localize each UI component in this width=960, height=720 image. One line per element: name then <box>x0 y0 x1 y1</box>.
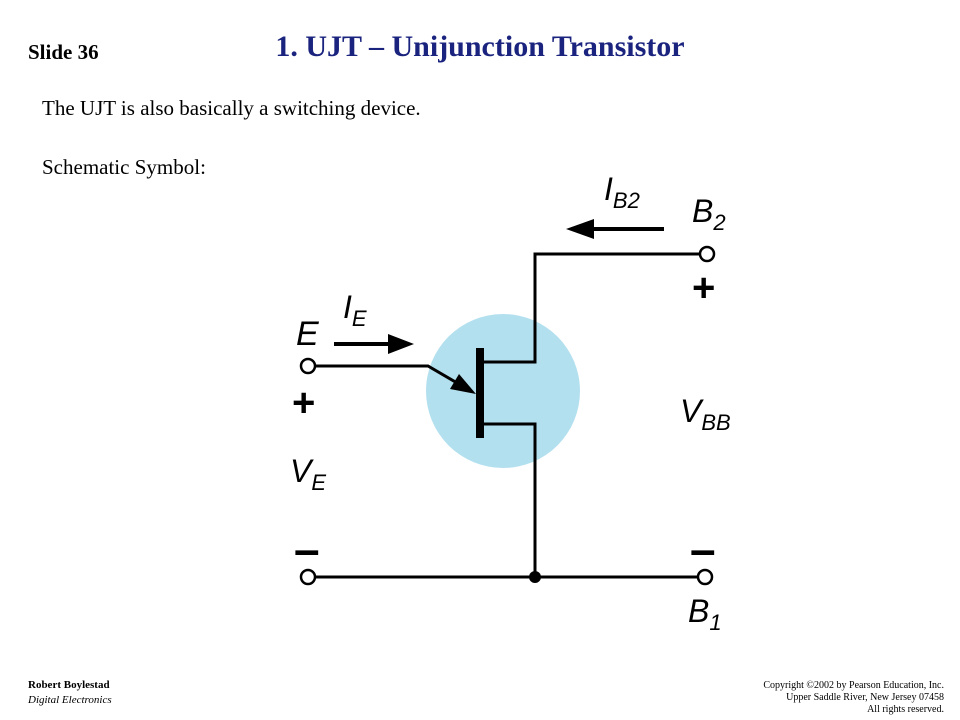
b1-wire <box>482 422 537 579</box>
copyright-line: Copyright ©2002 by Pearson Education, In… <box>763 680 944 691</box>
vbb-minus-sign: – <box>690 523 716 575</box>
emitter-terminal <box>299 357 317 375</box>
ib2-arrow-icon <box>566 219 664 239</box>
ve-label: VE <box>290 453 326 495</box>
ve-minus-sign: – <box>294 523 320 575</box>
footer-author: Robert Boylestad <box>28 679 110 691</box>
b2-wire <box>482 252 702 364</box>
ve-plus-sign: + <box>292 381 315 425</box>
slide-title: 1. UJT – Unijunction Transistor <box>275 30 685 63</box>
ie-label: IE <box>343 289 367 331</box>
slide-number: Slide 36 <box>28 40 99 64</box>
footer-book: Digital Electronics <box>28 694 112 706</box>
vbb-label: VBB <box>680 393 731 435</box>
copyright-line: Upper Saddle River, New Jersey 07458 <box>786 692 944 703</box>
copyright-line: All rights reserved. <box>867 704 944 715</box>
b1-label: B1 <box>688 593 722 635</box>
vbb-plus-sign: + <box>692 266 715 310</box>
emitter-label: E <box>296 315 319 353</box>
bottom-left-terminal <box>299 568 317 586</box>
b2-label: B2 <box>692 193 726 235</box>
ib2-label: IB2 <box>604 171 640 213</box>
body-text-schematic: Schematic Symbol: <box>42 155 206 179</box>
body-text-switching: The UJT is also basically a switching de… <box>42 96 421 120</box>
b1-terminal <box>696 568 714 586</box>
b2-terminal <box>698 245 716 263</box>
emitter-wire <box>314 364 466 389</box>
junction-dot <box>529 571 541 583</box>
emitter-arrowhead <box>450 374 476 394</box>
ujt-body-circle <box>426 314 580 468</box>
ie-arrow-icon <box>334 334 414 354</box>
footer-copyright: Copyright ©2002 by Pearson Education, In… <box>763 680 944 716</box>
